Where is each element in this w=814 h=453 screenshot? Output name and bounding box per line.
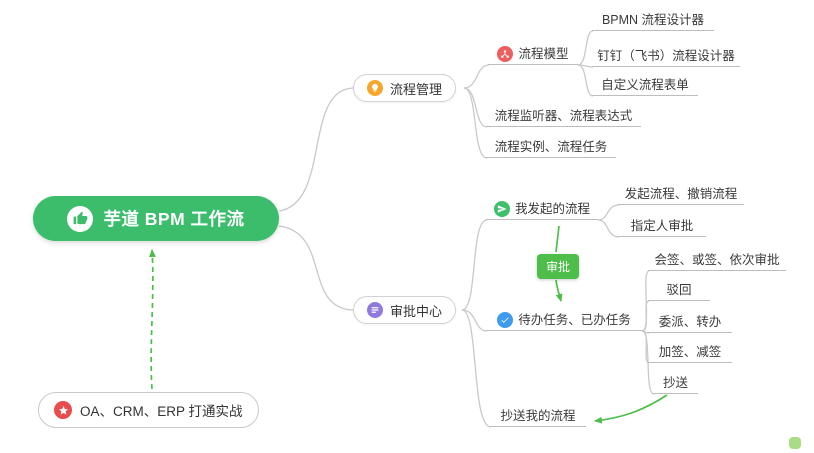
- note-label: OA、CRM、ERP 打通实战: [80, 404, 243, 419]
- todo-done-icon: [497, 312, 514, 328]
- relationship-arrow-approval[interactable]: [555, 279, 563, 302]
- topic-label: 委派、转办: [658, 315, 722, 329]
- topic-label: 流程监听器、流程表达式: [494, 109, 633, 123]
- topic-label: BPMN 流程设计器: [601, 13, 705, 27]
- topic-label: 流程模型: [518, 47, 569, 61]
- topic-label: 抄送我的流程: [500, 409, 576, 423]
- topic-dingtalk-designer[interactable]: 钉钉（飞书）流程设计器: [592, 46, 740, 67]
- relationship-label-approval[interactable]: 审批: [537, 254, 580, 279]
- root-topic[interactable]: 芋道 BPM 工作流: [33, 196, 279, 241]
- topic-cc-my-process[interactable]: 抄送我的流程: [490, 406, 586, 427]
- relationship-line-approval-top[interactable]: [555, 225, 560, 253]
- topic-assignee-approval[interactable]: 指定人审批: [618, 216, 706, 237]
- topic-listener-expression[interactable]: 流程监听器、流程表达式: [486, 106, 641, 127]
- topic-label: 流程实例、流程任务: [494, 140, 608, 154]
- topic-process-management[interactable]: 流程管理: [353, 74, 457, 102]
- topic-label: 驳回: [666, 283, 692, 297]
- topic-label: 钉钉（飞书）流程设计器: [597, 49, 735, 63]
- thumbs-up-icon: [67, 205, 94, 232]
- topic-add-reduce-sign[interactable]: 加签、减签: [648, 342, 732, 363]
- topic-label: 会签、或签、依次审批: [654, 253, 780, 267]
- topic-reject[interactable]: 驳回: [648, 280, 710, 301]
- topic-multi-sign[interactable]: 会签、或签、依次审批: [648, 250, 786, 271]
- relationship-arrow-cc[interactable]: [594, 394, 668, 424]
- topic-todo-done[interactable]: 待办任务、已办任务: [486, 310, 642, 331]
- process-model-icon: [497, 46, 514, 62]
- corner-logo-icon: [789, 437, 801, 449]
- topic-initiate-cancel[interactable]: 发起流程、撤销流程: [618, 184, 744, 205]
- topic-label: 指定人审批: [630, 219, 694, 233]
- topic-label: 待办任务、已办任务: [518, 313, 631, 327]
- approval-center-icon: [367, 302, 383, 318]
- topic-label: 流程管理: [390, 81, 443, 97]
- topic-approval-center[interactable]: 审批中心: [353, 296, 457, 324]
- topic-label: 抄送: [662, 376, 688, 390]
- note-oa-crm-erp[interactable]: OA、CRM、ERP 打通实战: [38, 392, 259, 428]
- topic-process-model[interactable]: 流程模型: [488, 44, 578, 65]
- topic-label: 发起流程、撤销流程: [624, 187, 738, 201]
- topic-label: 审批中心: [390, 303, 443, 319]
- lightbulb-icon: [367, 80, 383, 96]
- topic-label: 自定义流程表单: [601, 78, 689, 92]
- topic-my-initiated[interactable]: 我发起的流程: [486, 199, 598, 220]
- topic-label: 我发起的流程: [515, 202, 591, 216]
- topic-custom-form[interactable]: 自定义流程表单: [592, 75, 698, 96]
- topic-instance-task[interactable]: 流程实例、流程任务: [486, 137, 616, 158]
- my-initiated-icon: [494, 201, 510, 217]
- root-topic-label: 芋道 BPM 工作流: [103, 209, 245, 229]
- topic-label: 加签、减签: [658, 345, 722, 359]
- topic-bpmn-designer[interactable]: BPMN 流程设计器: [592, 10, 714, 31]
- star-icon: [54, 401, 72, 419]
- topic-delegate-transfer[interactable]: 委派、转办: [648, 312, 732, 333]
- relationship-arrow-oa-dashed[interactable]: [148, 249, 156, 390]
- topic-cc[interactable]: 抄送: [653, 373, 698, 394]
